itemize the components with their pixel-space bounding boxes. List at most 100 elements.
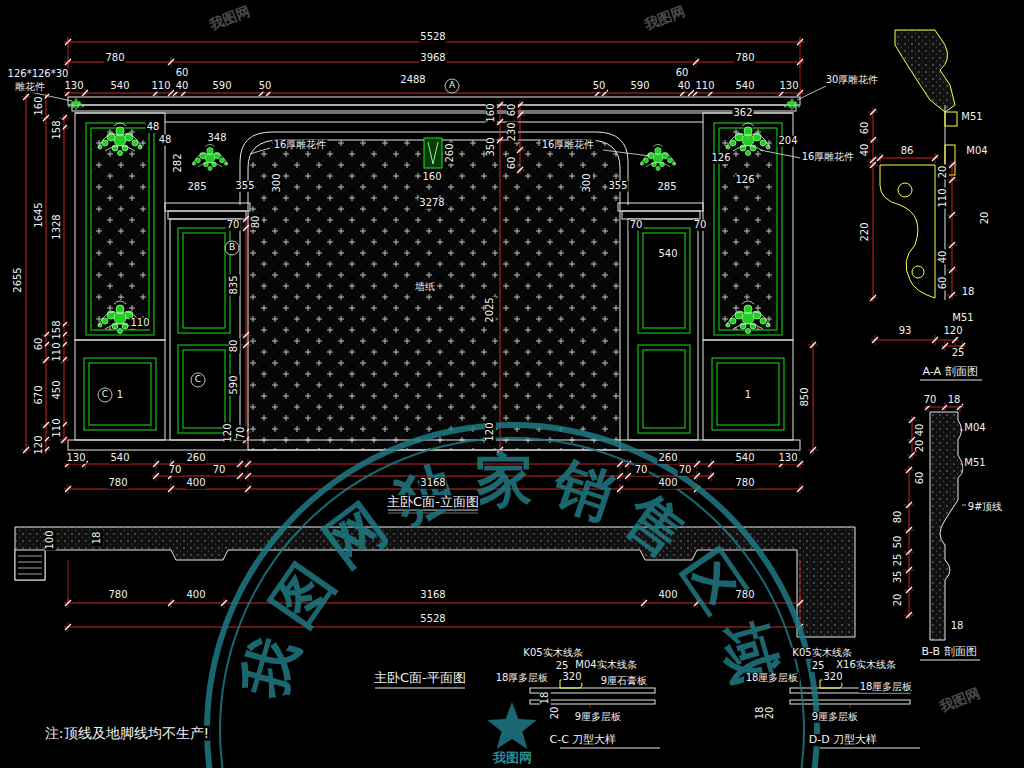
- section-a-a: [880, 30, 982, 380]
- left-side: [68, 98, 250, 440]
- dimension-value: 110: [129, 318, 150, 329]
- dimension-value: 20: [980, 211, 991, 226]
- part-label: 墙纸: [414, 282, 436, 293]
- extension-line: [800, 38, 801, 97]
- ornament-leaf: [656, 166, 660, 170]
- dimension-value: 540: [657, 249, 678, 260]
- dado-panel: [89, 363, 151, 425]
- dimension-value: 40: [915, 423, 926, 438]
- dimension-tick: [694, 461, 700, 467]
- dimension-value: 20: [893, 593, 904, 608]
- dimension-value: 130: [778, 81, 799, 92]
- arch-band: [165, 122, 703, 123]
- dimension-value: 450: [52, 379, 63, 400]
- dimension-tick: [906, 567, 912, 573]
- title-underline: [920, 660, 980, 661]
- dimension-value: 540: [109, 81, 130, 92]
- dimension-tick: [23, 94, 29, 100]
- dimension-value: 230: [507, 121, 518, 142]
- dimension-value: 590: [629, 81, 650, 92]
- dimension-value: 35: [893, 570, 904, 585]
- pilaster-panel: [86, 123, 154, 335]
- dimension-value: 100: [45, 529, 56, 550]
- dimension-value: 320: [561, 672, 582, 683]
- dimension-value: 3278: [418, 198, 445, 209]
- dimension-tick: [932, 155, 938, 161]
- ornament-leaf: [744, 127, 752, 135]
- part-label: 126*126*30: [7, 69, 70, 80]
- dimension-tick: [237, 461, 243, 467]
- dimension-tick: [870, 295, 876, 301]
- dimension-value: 70: [923, 395, 938, 406]
- callout-circle: [225, 241, 239, 255]
- dimension-value: 400: [657, 590, 678, 601]
- ornament-curl: [726, 301, 770, 329]
- dimension-line: [871, 340, 959, 341]
- dimension-value: 130: [65, 453, 86, 464]
- dimension-value: 50: [258, 81, 273, 92]
- dimension-value: 18: [755, 706, 766, 721]
- dimension-tick: [906, 527, 912, 533]
- dimension-line: [904, 466, 914, 619]
- watermark: 我图网独家销售区域: [228, 446, 795, 707]
- dimension-value: 110: [52, 417, 63, 438]
- callout-letter: B: [228, 243, 236, 252]
- part-label: 30厚雕花件: [825, 75, 880, 86]
- dimension-line: [241, 215, 251, 444]
- watermark-star: [487, 702, 536, 749]
- dimension-tick: [906, 612, 912, 618]
- dimension-value: 93: [898, 326, 913, 337]
- keystone-carving: [428, 142, 438, 164]
- dimension-tick: [949, 212, 955, 218]
- dimension-tick: [65, 624, 71, 630]
- dimension-tick: [243, 332, 249, 338]
- dimension-tick: [65, 600, 71, 606]
- ornament-curl: [726, 123, 770, 151]
- dimension-tick: [942, 343, 948, 349]
- ornament-leaf: [102, 140, 108, 146]
- dimension-value: 5528: [419, 32, 446, 43]
- crown-molding: [75, 113, 793, 114]
- dimension-line: [64, 114, 65, 444]
- watermark-ring: [220, 438, 804, 768]
- callout-letter: C: [194, 375, 202, 384]
- ornament-leaf: [80, 104, 82, 106]
- entablature: [165, 203, 250, 211]
- dimension-value: 110: [150, 81, 171, 92]
- part-label: M51: [960, 112, 983, 123]
- dimension-value: 355: [234, 181, 255, 192]
- ornament-leaf: [116, 127, 124, 135]
- extension-line: [68, 560, 69, 603]
- leader-line: [250, 148, 270, 154]
- dimension-tick: [245, 461, 251, 467]
- ornament-leaf: [760, 318, 766, 324]
- dimension-line: [246, 215, 247, 444]
- dimension-value: 540: [109, 453, 130, 464]
- view-title: 主卧C面-立面图: [386, 495, 480, 509]
- ornament-leaf: [118, 329, 123, 334]
- corbel-scroll: [898, 183, 912, 197]
- dimension-value: 60: [175, 68, 190, 79]
- column-panel: [183, 233, 225, 328]
- dimension-tick: [810, 342, 816, 348]
- dimension-tick: [949, 292, 955, 298]
- end-detail: [18, 562, 42, 563]
- dado: [75, 340, 165, 440]
- dimension-tick: [870, 137, 876, 143]
- dimension-tick: [153, 473, 159, 479]
- view-title: A-A 剖面图: [921, 366, 978, 378]
- dimension-value: 20: [765, 706, 776, 721]
- ornament-leaf: [655, 148, 661, 154]
- corbel-scroll: [912, 266, 924, 278]
- dimension-value: 590: [211, 81, 232, 92]
- dimension-value: 120: [34, 434, 45, 455]
- dimension-value: 1: [116, 390, 124, 401]
- dimension-line: [947, 161, 957, 299]
- dimension-tick: [810, 447, 816, 453]
- column-panel: [178, 345, 230, 433]
- dimension-tick: [641, 600, 647, 606]
- callout-letter: C: [101, 390, 109, 399]
- leader-line: [603, 150, 650, 156]
- dado-panel: [717, 363, 779, 425]
- part-label: 16厚雕花件: [801, 152, 856, 163]
